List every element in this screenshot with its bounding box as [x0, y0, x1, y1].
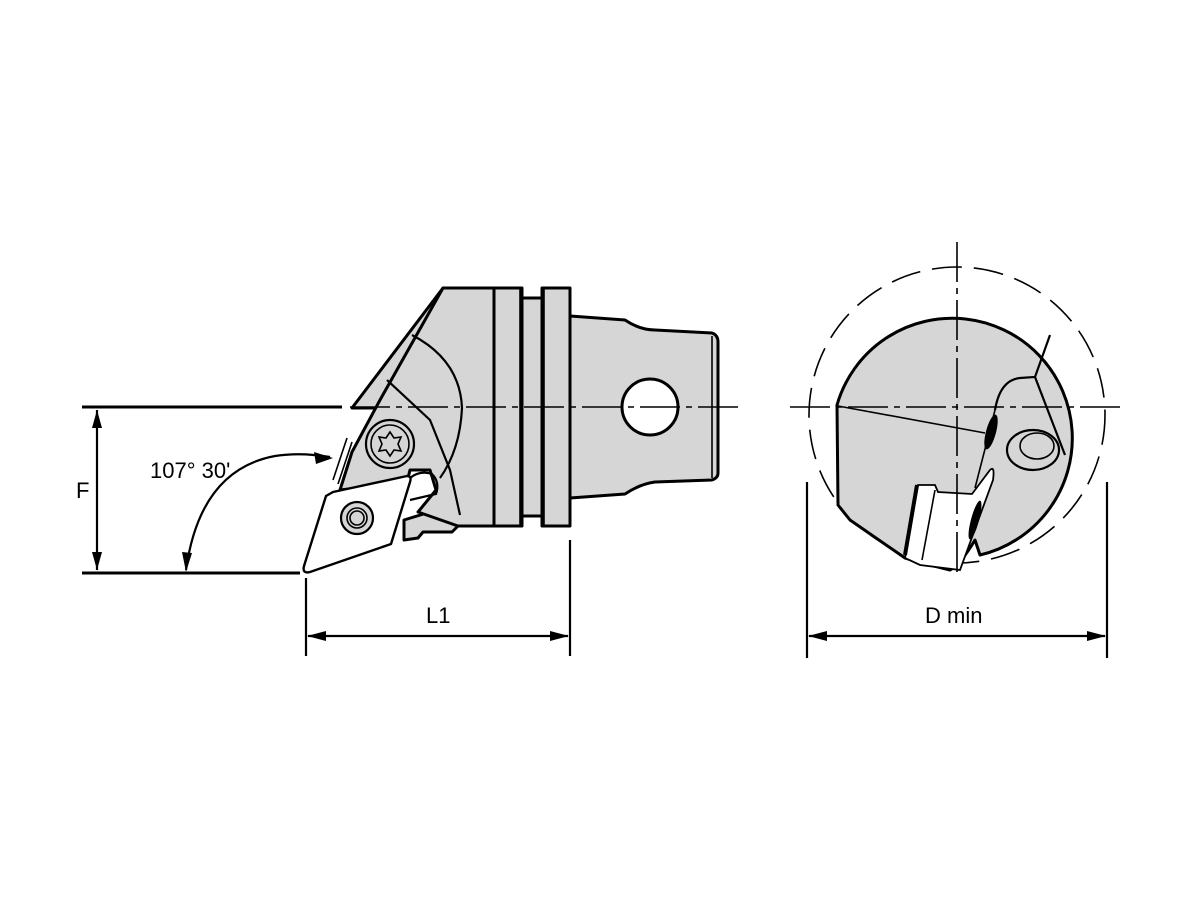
dim-label-angle: 107° 30'	[150, 458, 230, 483]
dimension-angle: 107° 30'	[150, 452, 333, 572]
clamp-screw	[364, 418, 416, 470]
dimension-f: F	[76, 410, 102, 570]
head-contour	[411, 334, 464, 479]
torx-icon	[377, 430, 403, 458]
side-view: F 107° 30' L1	[76, 286, 742, 656]
insert	[302, 474, 412, 574]
dim-label-f: F	[76, 478, 89, 503]
dim-label-l1: L1	[426, 603, 450, 628]
end-view: D min	[790, 242, 1122, 658]
dimension-l1: L1	[304, 540, 572, 656]
dimension-d-min: D min	[805, 482, 1109, 658]
dim-label-d-min: D min	[925, 603, 982, 628]
